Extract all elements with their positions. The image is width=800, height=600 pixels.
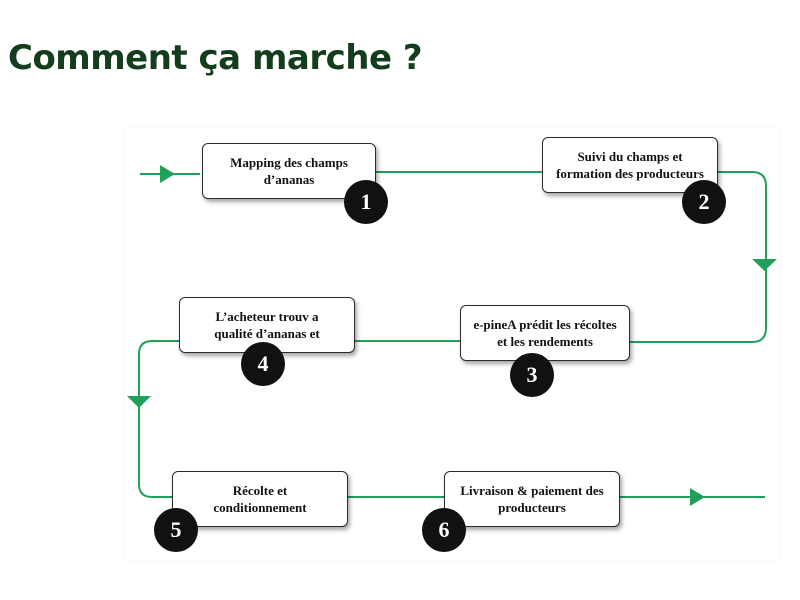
step-3-box: e-pineA prédit les récoltes et les rende… <box>460 305 630 361</box>
step-6-label-line1: Livraison & paiement des <box>460 483 604 498</box>
step-5-box: Récolte et conditionnement <box>172 471 348 527</box>
flow-arrow-right-icon <box>690 488 705 506</box>
step-2-label-line2: formation des producteurs <box>556 166 704 181</box>
step-3-label-line2: et les rendements <box>497 334 593 349</box>
page-title: Comment ça marche ? <box>8 38 423 78</box>
step-6-number-badge: 6 <box>422 508 466 552</box>
step-3-number-badge: 3 <box>510 353 554 397</box>
step-4-number-badge: 4 <box>241 342 285 386</box>
step-5-number-badge: 5 <box>154 508 198 552</box>
step-4-label-line2: qualité d’ananas et <box>214 326 320 341</box>
step-6-label-line2: producteurs <box>498 500 566 515</box>
flow-arrow-down-icon <box>127 396 151 408</box>
step-2-label-line1: Suivi du champs et <box>577 149 683 164</box>
step-2-box: Suivi du champs et formation des product… <box>542 137 718 193</box>
step-2-number-badge: 2 <box>682 180 726 224</box>
step-6-box: Livraison & paiement des producteurs <box>444 471 620 527</box>
step-5-label-line2: conditionnement <box>213 500 307 515</box>
flow-arrow-right-icon <box>160 165 175 183</box>
step-1-label-line1: Mapping des champs <box>230 155 348 170</box>
step-1-label-line2: d’ananas <box>263 172 315 187</box>
step-5-label-line1: Récolte et <box>232 483 288 498</box>
step-3-label-line1: e-pineA prédit les récoltes <box>473 317 617 332</box>
flow-arrow-down-icon <box>752 259 777 271</box>
step-1-number-badge: 1 <box>344 180 388 224</box>
step-4-label-line1: L’acheteur trouv a <box>215 309 319 324</box>
